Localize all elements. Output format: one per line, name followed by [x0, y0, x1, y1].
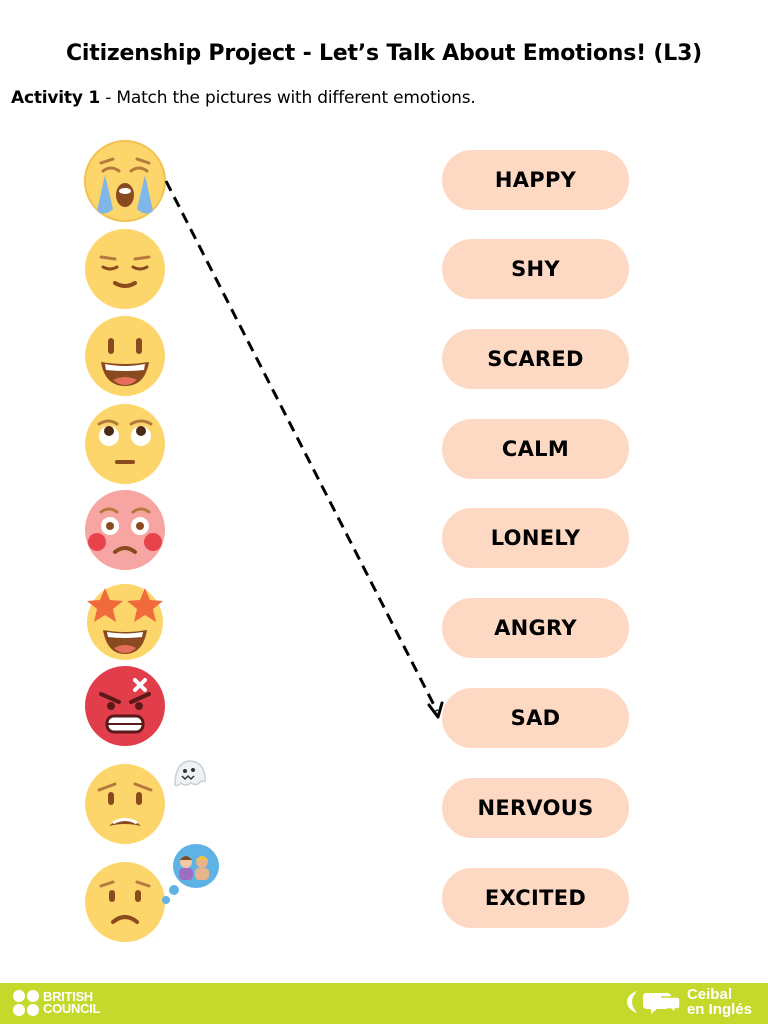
british-council-line1: BRITISH [43, 989, 93, 1004]
page-title: Citizenship Project - Let’s Talk About E… [65, 41, 703, 66]
footer-bar: BRITISH COUNCIL Ceibal en Inglés [0, 983, 768, 1024]
thought-bubble-icon [158, 840, 220, 908]
eye-roll-face-icon[interactable] [83, 402, 167, 486]
flushed-face-icon[interactable] [83, 488, 167, 572]
ghost-icon [171, 757, 209, 789]
instruction: Activity 1 - Match the pictures with dif… [11, 88, 476, 108]
british-council-dots-icon [13, 990, 39, 1016]
ceibal-icon [626, 991, 681, 1015]
ceibal-logo: Ceibal en Inglés [623, 987, 752, 1017]
frowning-face-icon[interactable] [83, 860, 167, 944]
worried-face-icon[interactable] [83, 762, 167, 846]
emotion-scared[interactable]: SCARED [442, 329, 629, 389]
star-struck-face-icon[interactable] [83, 578, 167, 662]
relieved-face-icon[interactable] [83, 227, 167, 311]
emotion-happy[interactable]: HAPPY [442, 150, 629, 210]
emotion-excited[interactable]: EXCITED [442, 868, 629, 928]
grinning-face-icon[interactable] [83, 314, 167, 398]
emotion-shy[interactable]: SHY [442, 239, 629, 299]
crying-face-icon[interactable] [83, 139, 167, 223]
british-council-logo: BRITISH COUNCIL [13, 990, 100, 1016]
emotion-nervous[interactable]: NERVOUS [442, 778, 629, 838]
emotion-sad[interactable]: SAD [442, 688, 629, 748]
activity-label: Activity 1 [11, 88, 101, 108]
emotion-calm[interactable]: CALM [442, 419, 629, 479]
british-council-line2: COUNCIL [43, 1001, 101, 1016]
ceibal-line1: Ceibal [686, 986, 732, 1003]
angry-face-icon[interactable] [83, 664, 167, 748]
emotion-angry[interactable]: ANGRY [442, 598, 629, 658]
instruction-text: - Match the pictures with different emot… [100, 88, 476, 108]
emotion-lonely[interactable]: LONELY [442, 508, 629, 568]
ceibal-line2: en Inglés [686, 1001, 752, 1018]
